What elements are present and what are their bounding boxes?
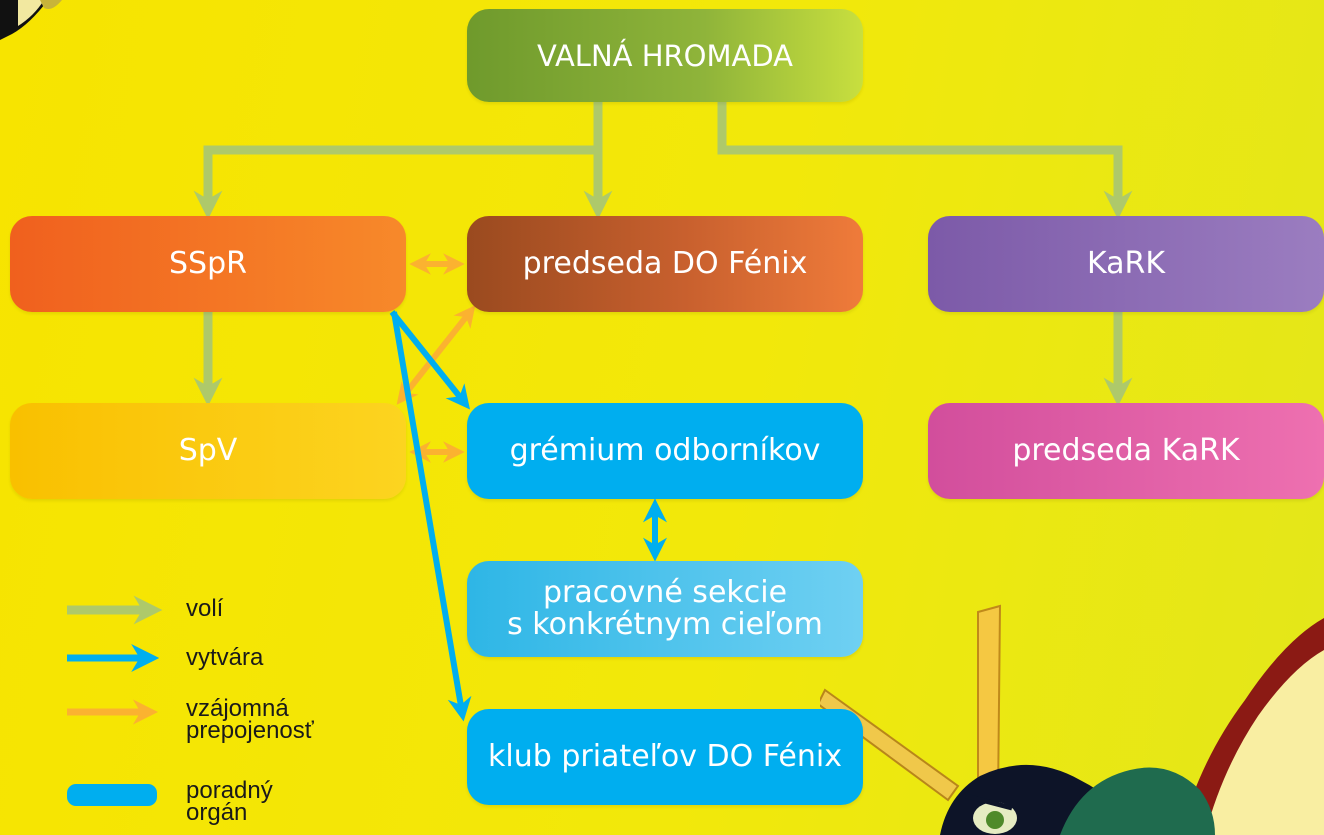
- node-sekcie-label-line1: pracovné sekcie: [542, 575, 788, 610]
- node-predseda-kark-label: predseda KaRK: [1012, 433, 1240, 468]
- legend-vzajomna-line1: vzájomná: [186, 695, 289, 722]
- arrow-sspr-to-klub: [391, 311, 472, 722]
- legend-poradny-line1: poradný: [186, 777, 273, 804]
- vzajomna-arrows: [396, 253, 476, 463]
- arrow-sspr-to-gremium: [389, 310, 470, 410]
- arrow-valna-to-kark: [717, 102, 1133, 220]
- legend-poradny-swatch: [67, 784, 157, 806]
- legend-voli-label: volí: [186, 595, 224, 622]
- vytvara-arrows: [389, 310, 667, 722]
- legend-arrows: [67, 595, 163, 725]
- node-pracovne-sekcie: pracovné sekcie s konkrétnym cieľom: [467, 561, 863, 657]
- node-kark: KaRK: [928, 216, 1324, 312]
- legend-poradny-label: poradný orgán: [186, 777, 273, 826]
- node-kark-label: KaRK: [1086, 246, 1166, 281]
- node-spv-label: SpV: [178, 433, 238, 468]
- decorative-bird-top-left: [0, 0, 62, 40]
- node-predseda-do-fenix-label: predseda DO Fénix: [522, 246, 808, 281]
- legend-vzajomna-label: vzájomná prepojenosť: [186, 695, 314, 744]
- node-spv: SpV: [10, 403, 406, 499]
- node-klub-priatelov: klub priateľov DO Fénix: [467, 709, 863, 805]
- arrow-valna-to-sspr: [193, 102, 603, 220]
- arrow-spv-predseda-mutual: [396, 305, 476, 405]
- legend-vytvara-label: vytvára: [186, 644, 264, 671]
- voli-arrows: [193, 102, 1133, 407]
- node-klub-label: klub priateľov DO Fénix: [488, 739, 842, 774]
- node-gremium-odbornikov: grémium odborníkov: [467, 403, 863, 499]
- node-sekcie-label-line2: s konkrétnym cieľom: [507, 607, 823, 642]
- node-predseda-kark: predseda KaRK: [928, 403, 1324, 499]
- legend-poradny-line2: orgán: [186, 799, 248, 826]
- node-predseda-do-fenix: predseda DO Fénix: [467, 216, 863, 312]
- node-sspr: SSpR: [10, 216, 406, 312]
- node-valna-hromada: VALNÁ HROMADA: [467, 9, 863, 102]
- node-sspr-label: SSpR: [169, 246, 247, 281]
- node-valna-hromada-label: VALNÁ HROMADA: [536, 38, 794, 73]
- node-gremium-label: grémium odborníkov: [509, 433, 821, 468]
- legend-vzajomna-line2: prepojenosť: [186, 717, 314, 744]
